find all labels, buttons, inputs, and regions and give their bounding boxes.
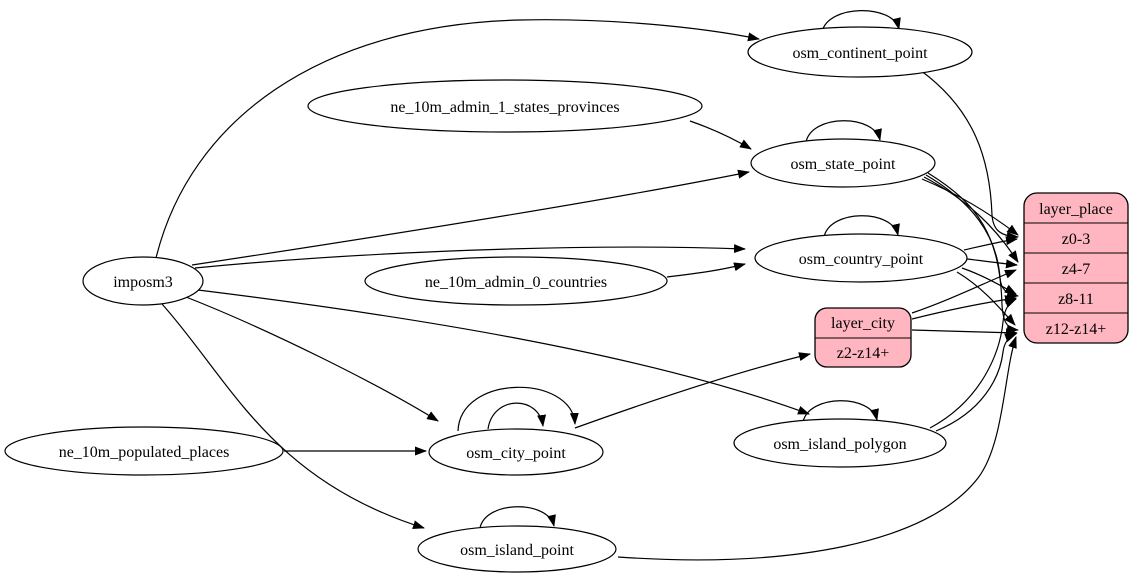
osm_city_point-shape [428, 428, 604, 476]
osm_state_point-label: osm_state_point [791, 156, 896, 173]
edge-imposm3-osm_city_point [185, 296, 439, 422]
edge-imposm3-osm_island_polygon [197, 289, 810, 415]
osm_state_point-shape [750, 138, 936, 188]
osm_continent_point-shape [747, 26, 973, 78]
layer_place-title: layer_place [1039, 201, 1113, 218]
edge-osm_state_point-layer_place-z8-11 [925, 174, 1019, 299]
edge-osm_state_point-layer_place-z0-3 [921, 178, 1019, 236]
edge-osm_state_point-layer_place-z4-7 [923, 176, 1019, 263]
edge-layer_city-layer_place-z12-z14 [911, 328, 1018, 338]
edge-osm_continent_point-layer_place-z0-3 [919, 69, 1019, 241]
layer_place-row-z0-3: z0-3 [1062, 231, 1090, 248]
self-loop-osm_state_point [805, 120, 882, 143]
edge-osm_city_point-layer_city-z2-z14 [574, 352, 811, 429]
node-osm_island_polygon: osm_island_polygon [733, 418, 947, 468]
node-imposm3: imposm3 [82, 256, 204, 306]
node-osm_city_point: osm_city_point [428, 428, 604, 476]
edge-osm_country_point-layer_place-z4-7 [966, 258, 1018, 269]
node-layer_city: layer_city z2-z14+ [814, 307, 912, 368]
osm_continent_point-label: osm_continent_point [792, 45, 928, 62]
edge-osm_country_point-layer_place-z8-11 [961, 267, 1017, 295]
edge-imposm3-osm_state_point [191, 169, 750, 266]
edge-ne_10m_admin_1_states_provinces-osm_state_point [689, 120, 752, 150]
node-osm_country_point: osm_country_point [754, 233, 968, 283]
osm_country_point-label: osm_country_point [799, 251, 924, 268]
edge-layer_city-layer_place-z4-7 [911, 269, 1017, 314]
edge-imposm3-osm_continent_point [155, 19, 760, 259]
layer_city-row-z2-z14: z2-z14+ [837, 345, 890, 362]
osm_island_polygon-label: osm_island_polygon [773, 436, 906, 453]
layer_place-row-z12-z14: z12-z14+ [1046, 321, 1107, 338]
node-ne_10m_admin_1_states_provinces: ne_10m_admin_1_states_provinces [307, 79, 703, 133]
imposm3-label: imposm3 [113, 274, 173, 291]
layer_city-title: layer_city [831, 315, 895, 332]
ne_10m_admin_0_countries-shape [364, 256, 668, 306]
self-loop-osm_country_point [823, 215, 900, 238]
osm_island_polygon-shape [733, 418, 947, 468]
osm_island_point-shape [417, 525, 617, 573]
edge-layer [155, 10, 1019, 561]
edge-imposm3-osm_island_point [161, 303, 425, 530]
ne_10m_admin_1_states_provinces-label: ne_10m_admin_1_states_provinces [390, 99, 619, 116]
node-osm_continent_point: osm_continent_point [747, 26, 973, 78]
layer_place-row-z8-11: z8-11 [1058, 291, 1094, 308]
node-osm_island_point: osm_island_point [417, 525, 617, 573]
self-loop-osm_island_point [479, 506, 556, 529]
self-loop-outer-osm_city_point [457, 386, 579, 432]
ne_10m_populated_places-shape [4, 426, 284, 476]
node-layer_place: layer_place z0-3 z4-7 z8-11 z12-z14+ [1023, 192, 1129, 344]
edge-osm_country_point-layer_place-z12-z14 [956, 271, 1016, 326]
edge-imposm3-osm_country_point [194, 244, 746, 269]
osm_city_point-label: osm_city_point [466, 445, 566, 462]
edge-osm_island_point-layer_place-z12-z14 [617, 336, 1017, 561]
node-ne_10m_admin_0_countries: ne_10m_admin_0_countries [364, 256, 668, 306]
edge-ne_10m_admin_0_countries-osm_country_point [666, 262, 746, 278]
edge-osm_country_point-layer_place-z0-3 [963, 236, 1018, 251]
layer_place-row-z4-7: z4-7 [1062, 261, 1090, 278]
layer_place-shape [1023, 192, 1129, 344]
ne_10m_admin_0_countries-label: ne_10m_admin_0_countries [425, 274, 607, 291]
node-ne_10m_populated_places: ne_10m_populated_places [4, 426, 284, 476]
self-loop-osm_island_polygon [802, 400, 879, 423]
self-loop-inner-osm_city_point [487, 402, 547, 430]
osm_country_point-shape [754, 233, 968, 283]
ne_10m_admin_1_states_provinces-shape [307, 79, 703, 133]
ne_10m_populated_places-label: ne_10m_populated_places [59, 444, 230, 461]
edge-osm_island_polygon-layer_place-z8-11 [929, 298, 1017, 429]
imposm3-shape [82, 256, 204, 306]
node-osm_state_point: osm_state_point [750, 138, 936, 188]
self-loop-osm_continent_point [821, 10, 901, 33]
osm_island_point-label: osm_island_point [460, 542, 574, 559]
